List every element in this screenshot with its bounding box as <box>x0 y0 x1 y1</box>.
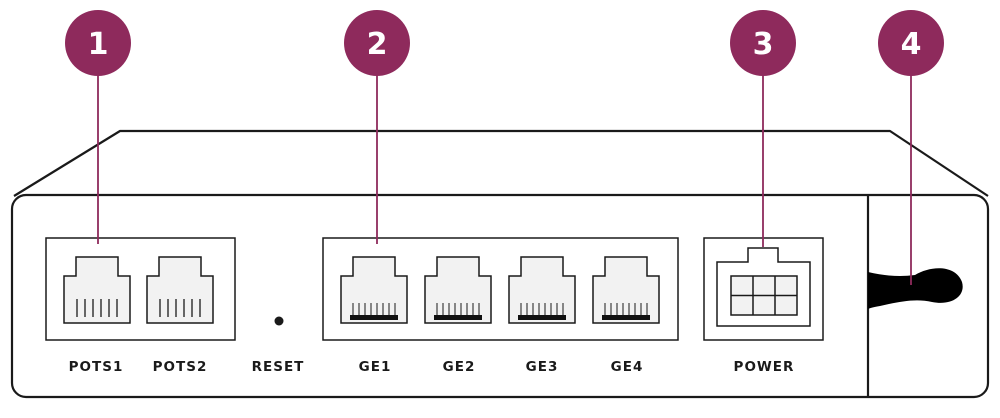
ge4-label: GE4 <box>611 359 644 375</box>
jack-contact-bar <box>434 315 482 320</box>
power-label: POWER <box>734 359 795 375</box>
jack-contact-bar <box>350 315 398 320</box>
callout-4-circle <box>878 10 944 76</box>
ge1-label: GE1 <box>359 359 392 375</box>
ge3-label: GE3 <box>526 359 559 375</box>
pots-port-group <box>45 237 236 341</box>
reset-button[interactable] <box>274 316 284 326</box>
power-port[interactable] <box>716 247 811 327</box>
callout-3-number: 3 <box>753 27 774 62</box>
pots2-port[interactable] <box>146 256 214 324</box>
side-slot-shape <box>868 268 963 309</box>
ge1-port[interactable] <box>340 256 408 324</box>
ge2-label: GE2 <box>443 359 476 375</box>
jack-outline <box>146 256 214 324</box>
callout-1: 1 <box>65 10 131 76</box>
ge2-port[interactable] <box>424 256 492 324</box>
jack-outline <box>424 256 492 324</box>
jack-outline <box>592 256 660 324</box>
callout-leaders <box>97 72 912 285</box>
callout-4: 4 <box>878 10 944 76</box>
callout-3-circle <box>730 10 796 76</box>
ge4-port[interactable] <box>592 256 660 324</box>
callout-2: 2 <box>344 10 410 76</box>
ethernet-port-group <box>322 237 679 341</box>
jack-contact-bar <box>602 315 650 320</box>
callout-4-number: 4 <box>901 27 922 62</box>
device-front-face <box>10 193 990 399</box>
reset-label: RESET <box>252 359 305 375</box>
jack-outline <box>63 256 131 324</box>
device-top-face <box>13 129 989 197</box>
callout-3: 3 <box>730 10 796 76</box>
pots2-label: POTS2 <box>153 359 208 375</box>
callout-1-circle <box>65 10 131 76</box>
ge3-port[interactable] <box>508 256 576 324</box>
jack-contact-bar <box>518 315 566 320</box>
callout-2-number: 2 <box>367 27 388 62</box>
callout-2-circle <box>344 10 410 76</box>
jack-outline <box>508 256 576 324</box>
jack-outline <box>340 256 408 324</box>
callout-1-number: 1 <box>88 27 109 62</box>
pots1-port[interactable] <box>63 256 131 324</box>
pots1-label: POTS1 <box>69 359 124 375</box>
